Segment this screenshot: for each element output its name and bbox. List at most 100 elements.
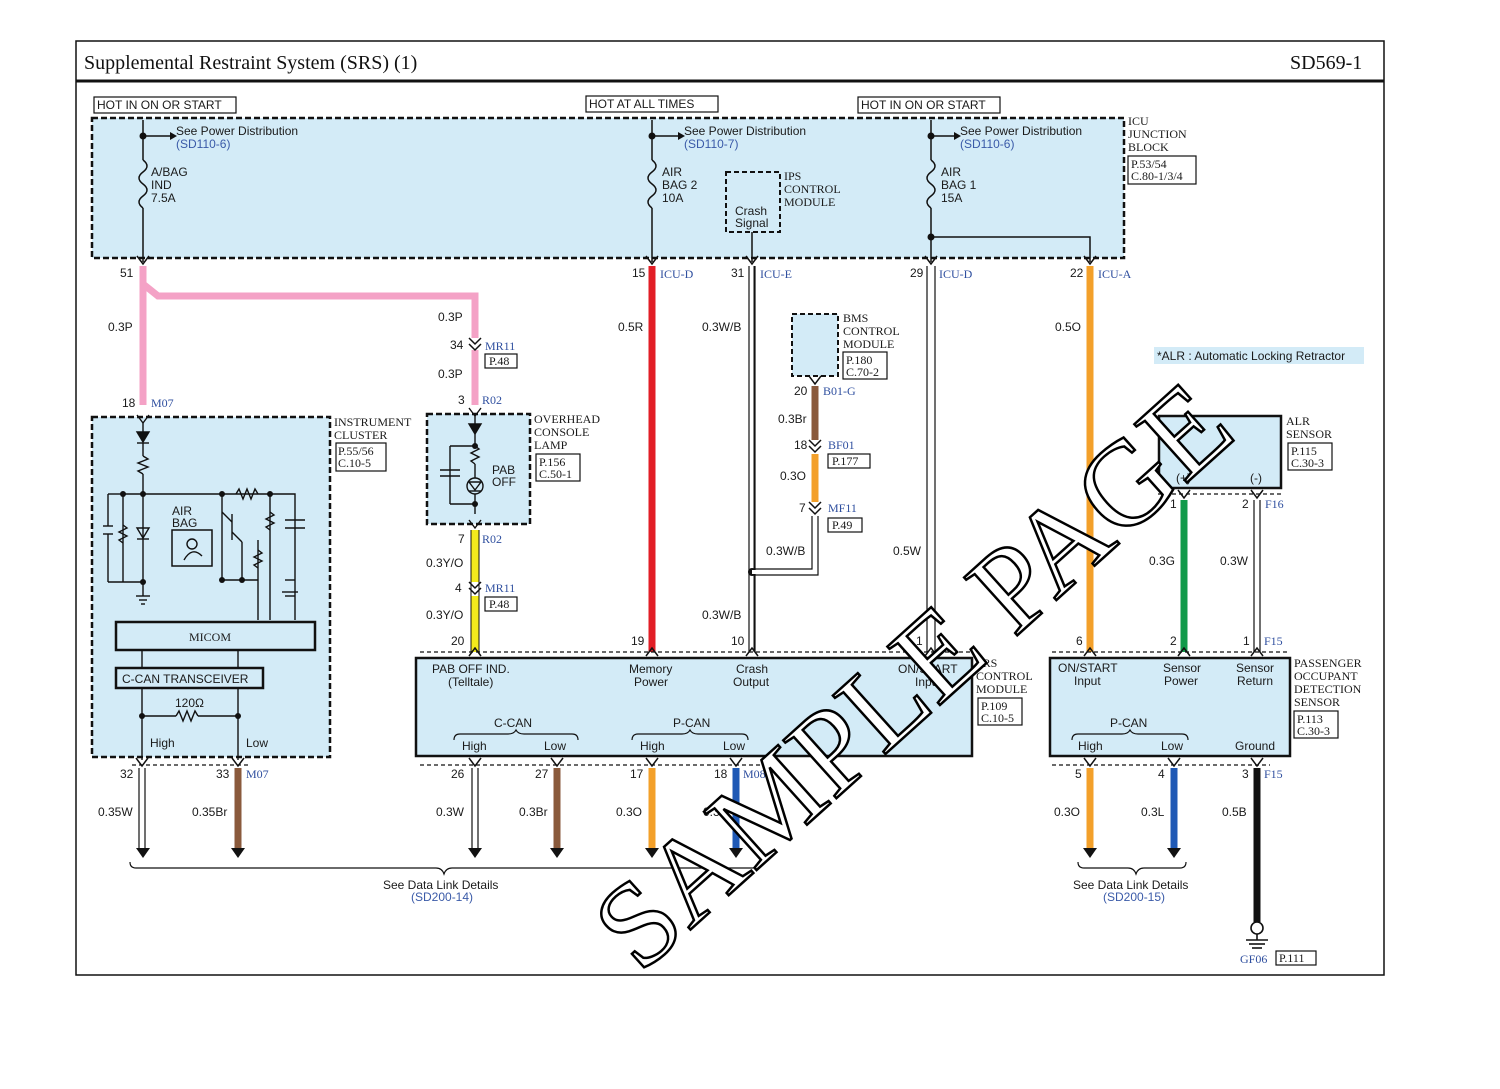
instrument-cluster [90, 415, 332, 759]
svg-text:AIR: AIR [941, 165, 961, 179]
pods-pin-power-2: Power [1164, 674, 1198, 688]
overhead-ref-1: P.156 [539, 455, 565, 469]
pin-17: 17 [630, 767, 644, 781]
overhead-console-lamp [425, 412, 532, 526]
wire-label-03P-a: 0.3P [108, 320, 133, 334]
srs-ref-2: C.10-5 [981, 711, 1014, 725]
icu-ref-1: P.53/54 [1131, 157, 1167, 171]
icu-junction-block [90, 116, 1126, 260]
conn-r02-bottom: R02 [482, 532, 502, 546]
wire-label-03L-a: 0.3L [703, 805, 727, 819]
svg-text:BAG 2: BAG 2 [662, 178, 698, 192]
node [120, 491, 126, 497]
srs-label-3: MODULE [976, 682, 1027, 696]
svg-text:IND: IND [151, 178, 172, 192]
alr-minus: (-) [1250, 471, 1262, 485]
icu-label-2: JUNCTION [1128, 127, 1187, 141]
icu-label-1: ICU [1128, 114, 1149, 128]
data-link-arrows [136, 848, 1181, 858]
pin-22: 22 [1070, 266, 1084, 280]
pods-ref-2: C.30-3 [1297, 724, 1330, 738]
ref-p48-top: P.48 [489, 354, 509, 368]
ref-p48-bottom: P.48 [489, 597, 509, 611]
wire-label-03W-a: 0.3W [1220, 554, 1249, 568]
wire-label-03L-b: 0.3L [1141, 805, 1165, 819]
alr-pins [1177, 489, 1264, 500]
overhead-label-1: OVERHEAD [534, 412, 600, 426]
node [219, 491, 225, 497]
mf11-connector [808, 501, 822, 516]
conn-f15-top: F15 [1264, 634, 1283, 648]
bms-label-1: BMS [843, 311, 868, 325]
pin-1-alr: 1 [1170, 497, 1177, 511]
alr-ref-1: P.115 [1291, 444, 1317, 458]
bottom-wires [138, 768, 1261, 922]
pin-26: 26 [451, 767, 465, 781]
pin-5: 5 [1075, 767, 1082, 781]
srs-ccan-low: Low [544, 739, 566, 753]
srs-label-2: CONTROL [976, 669, 1033, 683]
conn-bf01: BF01 [828, 438, 855, 452]
conn-m07-top: M07 [151, 396, 174, 410]
hot-label-2: HOT AT ALL TIMES [589, 97, 694, 111]
node [472, 443, 478, 449]
ground-icon [1246, 921, 1268, 949]
pin-4: 4 [455, 581, 462, 595]
pods-label-4: SENSOR [1294, 695, 1340, 709]
mr11-top-connector [468, 337, 482, 352]
bms-ref-1: P.180 [846, 353, 872, 367]
pin-2-alr: 2 [1242, 497, 1249, 511]
srs-pin-memory-1: Memory [629, 662, 672, 676]
pin-4-pods: 4 [1158, 767, 1165, 781]
conn-icu-d-2: ICU-D [939, 267, 973, 281]
conn-icu-d-1: ICU-D [660, 267, 694, 281]
conn-f15-bottom: F15 [1264, 767, 1283, 781]
data-link-left-ref: (SD200-14) [411, 890, 473, 904]
conn-m08: M08 [743, 767, 766, 781]
pin-29: 29 [910, 266, 924, 280]
cluster-ref-2: C.10-5 [338, 456, 371, 470]
pin-31: 31 [731, 266, 745, 280]
cluster-ref-1: P.55/56 [338, 444, 374, 458]
pab-off-1: PAB [492, 463, 515, 477]
transceiver-box [114, 666, 265, 690]
conn-icu-e: ICU-E [760, 267, 792, 281]
wire-label-035W: 0.35W [98, 805, 133, 819]
pods-pin-power-1: Sensor [1163, 661, 1201, 675]
alr-note: *ALR : Automatic Locking Retractor [1157, 349, 1345, 363]
svg-text:BAG 1: BAG 1 [941, 178, 977, 192]
wire-label-03Br: 0.3Br [778, 412, 807, 426]
ips-crash-signal-box [725, 171, 781, 233]
overhead-label-2: CONSOLE [534, 425, 589, 439]
srs-pin-pab-1: PAB OFF IND. [432, 662, 510, 676]
wire-white-black [748, 266, 756, 652]
svg-text:See Power Distribution: See Power Distribution [960, 124, 1082, 138]
icu-connector-arrows [136, 255, 1097, 266]
srs-pcan-high: High [640, 739, 665, 753]
alr-plus: (+) [1176, 471, 1191, 485]
bms-ref-2: C.70-2 [846, 365, 879, 379]
alr-ref-box [1287, 442, 1333, 471]
srs-pcan-low: Low [723, 739, 745, 753]
icu-ref-2: C.80-1/3/4 [1131, 169, 1183, 183]
pods-ground: Ground [1235, 739, 1275, 753]
bms-label-3: MODULE [843, 337, 894, 351]
pab-off-2: OFF [492, 475, 516, 489]
power-dist-1: See Power Distribution (SD110-6) [139, 124, 298, 151]
wire-label-03O-c: 0.3O [1054, 805, 1080, 819]
pods-label-3: DETECTION [1294, 682, 1362, 696]
pin-19: 19 [631, 634, 645, 648]
cluster-circuit [103, 414, 305, 620]
wire-label-05B: 0.5B [1222, 805, 1247, 819]
icu-ref-box [1127, 155, 1197, 185]
wire-label-03WB-a: 0.3W/B [702, 320, 741, 334]
cluster-high: High [150, 736, 175, 750]
pin-6: 6 [1076, 634, 1083, 648]
cluster-label-2: CLUSTER [334, 428, 387, 442]
data-link-brace-right [1077, 861, 1187, 876]
pin-18-bf01: 18 [794, 438, 808, 452]
pods-ref-box [1293, 710, 1339, 739]
node [140, 579, 146, 585]
alr-sensor [1157, 414, 1283, 490]
